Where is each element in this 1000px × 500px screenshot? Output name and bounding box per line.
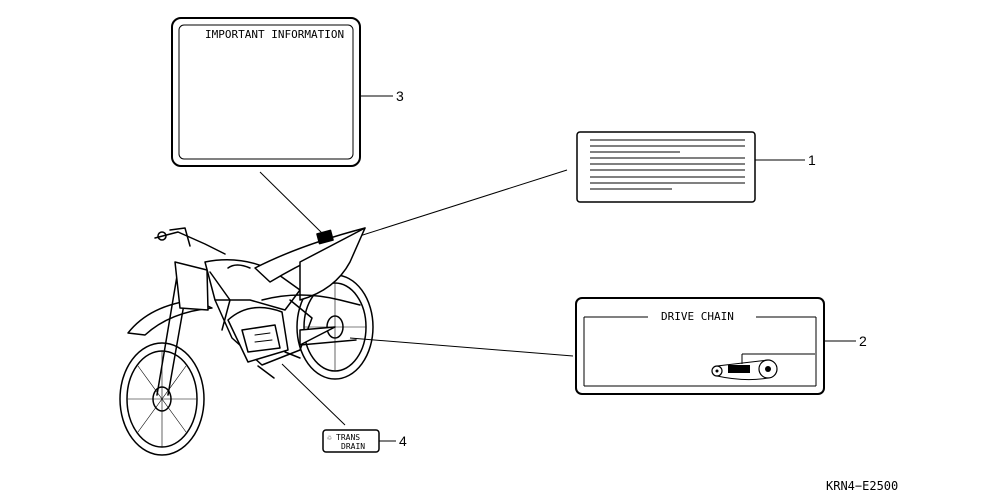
callout-4: 4 (399, 433, 407, 449)
drive-chain-text: DRIVE CHAIN (661, 310, 734, 323)
drive-chain-label: DRIVE CHAIN (575, 297, 825, 395)
warning-label (576, 131, 756, 203)
callout-3: 3 (396, 88, 404, 104)
front-wheel (119, 342, 205, 456)
motorcycle-drawing (119, 227, 374, 456)
important-information-text: IMPORTANT INFORMATION (205, 28, 344, 41)
important-information-label: IMPORTANT INFORMATION (171, 17, 361, 167)
trans-drain-symbol: ♲ (327, 433, 332, 442)
chain-slack-icon (711, 353, 815, 381)
trans-drain-label: ♲ TRANS DRAIN (322, 429, 380, 453)
trans-drain-line2: DRAIN (341, 442, 365, 451)
pointer-lines (259, 169, 574, 426)
callout-2: 2 (859, 333, 867, 349)
trans-drain-line1: TRANS (336, 433, 360, 442)
part-code: KRN4−E2500 (826, 479, 898, 493)
callout-1: 1 (808, 152, 816, 168)
